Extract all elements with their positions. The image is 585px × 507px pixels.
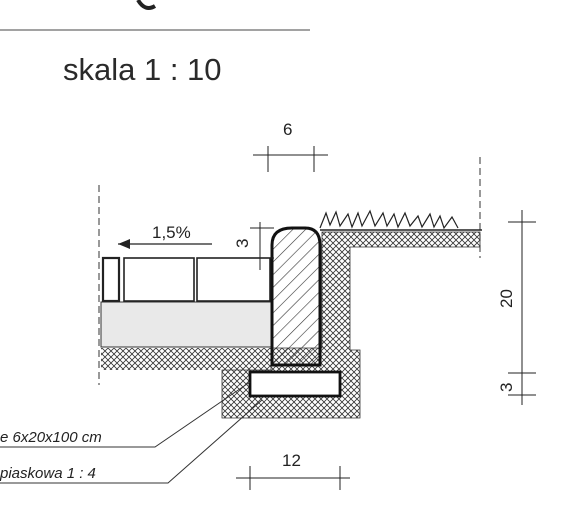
slope-label: 1,5%: [152, 223, 191, 242]
concrete-foundation: [248, 370, 342, 398]
scale-label: skala 1 : 10: [63, 52, 222, 87]
dim-curb-top-width: 6: [283, 120, 292, 139]
slope-arrow-head: [118, 239, 130, 249]
dim-base-height: 3: [497, 383, 516, 392]
dim-foundation-width: 12: [282, 451, 301, 470]
dim-total-height: 20: [497, 289, 516, 308]
paving-stone: [196, 257, 271, 302]
dim-top-offset: 3: [233, 239, 252, 248]
title-fragment: [136, 0, 157, 10]
paving-stone: [123, 257, 195, 302]
leader-line-curb: [0, 381, 251, 448]
leader-line-mortar: [0, 399, 263, 484]
subgrade-hatch-left: [101, 348, 271, 370]
paving-base-layer: [100, 301, 272, 348]
paving-stone-edge: [101, 256, 121, 303]
label-curb: e 6x20x100 cm: [0, 429, 102, 446]
grass-icon: [319, 209, 459, 230]
label-mortar: piaskowa 1 : 4: [0, 465, 96, 482]
curb-stone: [270, 226, 322, 367]
